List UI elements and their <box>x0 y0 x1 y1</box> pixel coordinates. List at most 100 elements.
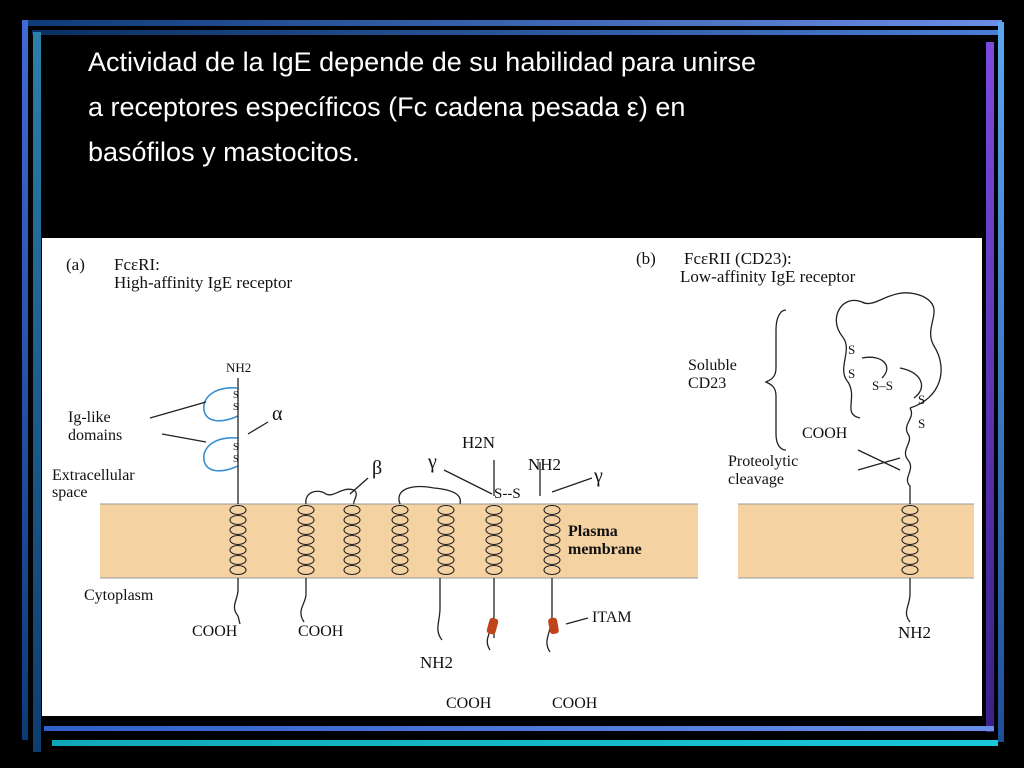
helix-turn <box>391 514 409 526</box>
gamma-nh2: NH2 <box>528 455 561 474</box>
alpha-ss-4: S <box>233 454 239 465</box>
helix-turn <box>437 504 455 516</box>
panel-b-subtitle: Low-affinity IgE receptor <box>680 267 856 286</box>
helix-turn <box>543 564 561 576</box>
frame-bar-top-2 <box>32 30 1004 35</box>
receptor-diagram: (a) FcεRI: High-affinity IgE receptor (b… <box>52 249 974 712</box>
alpha-ss-1: S <box>233 390 239 401</box>
helix-turn <box>437 564 455 576</box>
frame-bar-top <box>22 20 1002 26</box>
label-alpha: α <box>272 403 283 425</box>
panel-b-letter: (b) <box>636 249 656 268</box>
helix-turn <box>485 534 503 546</box>
helix-turn <box>297 544 315 556</box>
helix-turn <box>297 564 315 576</box>
cd23-cooh: COOH <box>802 425 848 442</box>
alpha-nh2: NH2 <box>226 360 251 375</box>
label-membrane: membrane <box>568 541 642 558</box>
helix-turn <box>437 544 455 556</box>
title-line-1: Actividad de la IgE depende de su habili… <box>88 47 756 77</box>
transmembrane-helix <box>485 504 503 576</box>
label-ig-like: Ig-like <box>68 409 111 426</box>
transmembrane-helix <box>543 504 561 576</box>
transmembrane-helix <box>343 504 361 576</box>
helix-turn <box>901 534 919 546</box>
alpha-chain <box>149 378 269 625</box>
label-proteolytic: Proteolytic <box>728 453 798 470</box>
helix-turn <box>229 514 247 526</box>
label-domains: domains <box>68 427 122 444</box>
helix-turn <box>901 504 919 516</box>
panel-a-name: FcεRI: <box>114 255 160 274</box>
helix-turn <box>343 564 361 576</box>
cd23-s-2: S <box>848 366 855 381</box>
helix-turn <box>901 544 919 556</box>
ige-receptor-figure: (a) FcεRI: High-affinity IgE receptor (b… <box>42 238 982 716</box>
helix-turn <box>229 524 247 536</box>
itam-motif-2 <box>548 617 559 635</box>
title-line-2: a receptores específicos (Fc cadena pesa… <box>88 92 686 122</box>
helix-turn <box>437 524 455 536</box>
helix-turn <box>391 504 409 516</box>
helix-turn <box>343 544 361 556</box>
label-gamma-2: γ <box>593 465 603 487</box>
beta-chain <box>300 477 462 623</box>
helix-turn <box>901 514 919 526</box>
label-space: space <box>52 484 88 501</box>
gamma-cooh-2: COOH <box>552 695 598 712</box>
helix-turn <box>297 524 315 536</box>
helix-turn <box>229 554 247 566</box>
helix-turn <box>543 504 561 516</box>
frame-bar-bottom <box>44 726 994 731</box>
helix-turn <box>391 524 409 536</box>
itam-label: ITAM <box>592 609 632 626</box>
helix-turn <box>485 524 503 536</box>
frame-bar-right-2 <box>998 22 1004 742</box>
helix-turn <box>543 554 561 566</box>
helix-turn <box>485 514 503 526</box>
label-cytoplasm: Cytoplasm <box>84 587 154 604</box>
transmembrane-helix <box>901 504 919 576</box>
helix-turn <box>543 514 561 526</box>
label-beta: β <box>372 457 382 479</box>
title-line-3: basófilos y mastocitos. <box>88 137 360 167</box>
helix-turn <box>437 554 455 566</box>
helix-turn <box>391 564 409 576</box>
helix-turn <box>901 564 919 576</box>
alpha-ss-3: S <box>233 442 239 453</box>
helix-turn <box>343 504 361 516</box>
helix-turn <box>437 514 455 526</box>
transmembrane-helix <box>437 504 455 576</box>
helix-turn <box>391 534 409 546</box>
helix-turn <box>297 554 315 566</box>
helix-turn <box>485 544 503 556</box>
frame-bar-left-2 <box>33 32 41 752</box>
frame-bar-bottom-2 <box>52 740 998 746</box>
gamma-h2n: H2N <box>462 433 495 452</box>
helix-turn <box>343 534 361 546</box>
frame-bar-right <box>986 42 994 732</box>
panel-b-name: FcεRII (CD23): <box>684 249 792 268</box>
helix-turn <box>391 544 409 556</box>
helix-turn <box>297 534 315 546</box>
helix-turn <box>343 554 361 566</box>
label-plasma: Plasma <box>568 523 618 540</box>
gamma-cooh-1: COOH <box>446 695 492 712</box>
slide-title: Actividad de la IgE depende de su habili… <box>88 40 968 175</box>
helix-turn <box>229 564 247 576</box>
cd23-s-4: S <box>918 416 925 431</box>
gamma-chains <box>437 460 593 653</box>
helix-turn <box>485 564 503 576</box>
transmembrane-helices <box>229 504 919 576</box>
helix-turn <box>229 534 247 546</box>
helix-turn <box>543 534 561 546</box>
helix-turn <box>297 514 315 526</box>
itam-motif-1 <box>486 617 499 635</box>
beta-cooh: COOH <box>298 623 344 640</box>
helix-turn <box>391 554 409 566</box>
helix-turn <box>485 504 503 516</box>
gamma-disulfide: S--S <box>494 486 521 502</box>
cd23-chain <box>764 292 942 623</box>
helix-turn <box>543 544 561 556</box>
gamma-nh2-bottom: NH2 <box>420 653 453 672</box>
